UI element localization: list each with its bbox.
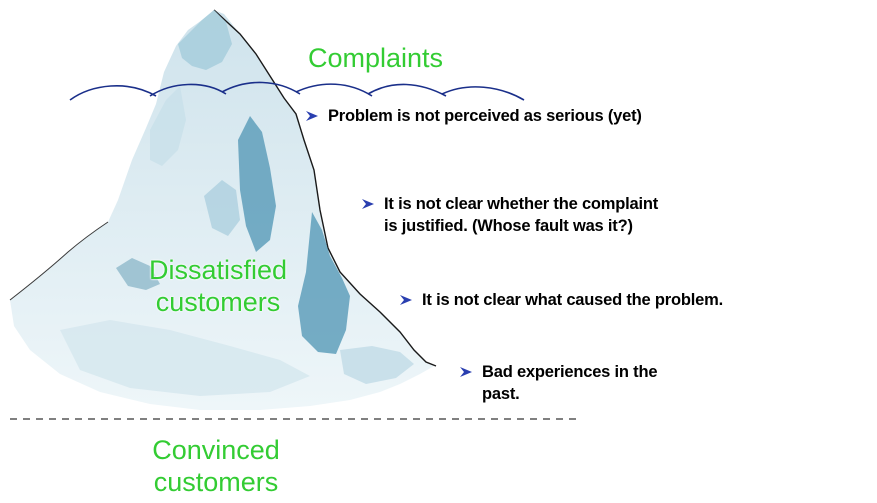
ice-shadow-left-slope [116,258,160,290]
reason-item-1: Problem is not perceived as serious (yet… [304,105,642,127]
reason-text: It is not clear whether the complaint is… [384,195,659,235]
reason-text: It is not clear what caused the problem. [422,291,723,309]
reason-item-2: It is not clear whether the complaint is… [360,193,658,237]
convinced-line2: customers [153,467,279,497]
iceberg-outline [213,9,437,367]
arrowhead-bullet-icon [458,361,474,383]
arrowhead-bullet-icon [304,105,320,127]
dissatisfied-line2: customers [155,287,281,317]
complaints-label: Complaints [308,43,444,73]
iceberg [9,9,437,410]
ice-shadow-mid [204,180,240,236]
reason-item-3: It is not clear what caused the problem. [398,289,723,311]
reason-text: Bad experiences in the past. [482,363,658,403]
iceberg-left-outline [9,221,109,301]
ice-shadow-base [60,320,310,396]
wave-line [69,81,525,101]
convinced-customers-label: Convinced customers [126,434,306,498]
ice-shadow-lower-right [340,346,414,384]
ice-shadow-right [298,212,350,354]
ice-shadow-peak [178,10,232,70]
ice-shadow-ridge [238,116,276,252]
reason-item-4: Bad experiences in the past. [458,361,658,405]
arrowhead-bullet-icon [398,289,414,311]
dissatisfied-line1: Dissatisfied [148,255,288,285]
reason-text: Problem is not perceived as serious (yet… [328,107,642,125]
arrowhead-bullet-icon [360,193,376,215]
ice-shadow-upper-left [150,86,186,166]
dissatisfied-customers-label: Dissatisfied customers [128,254,308,318]
convinced-line1: Convinced [152,435,280,465]
